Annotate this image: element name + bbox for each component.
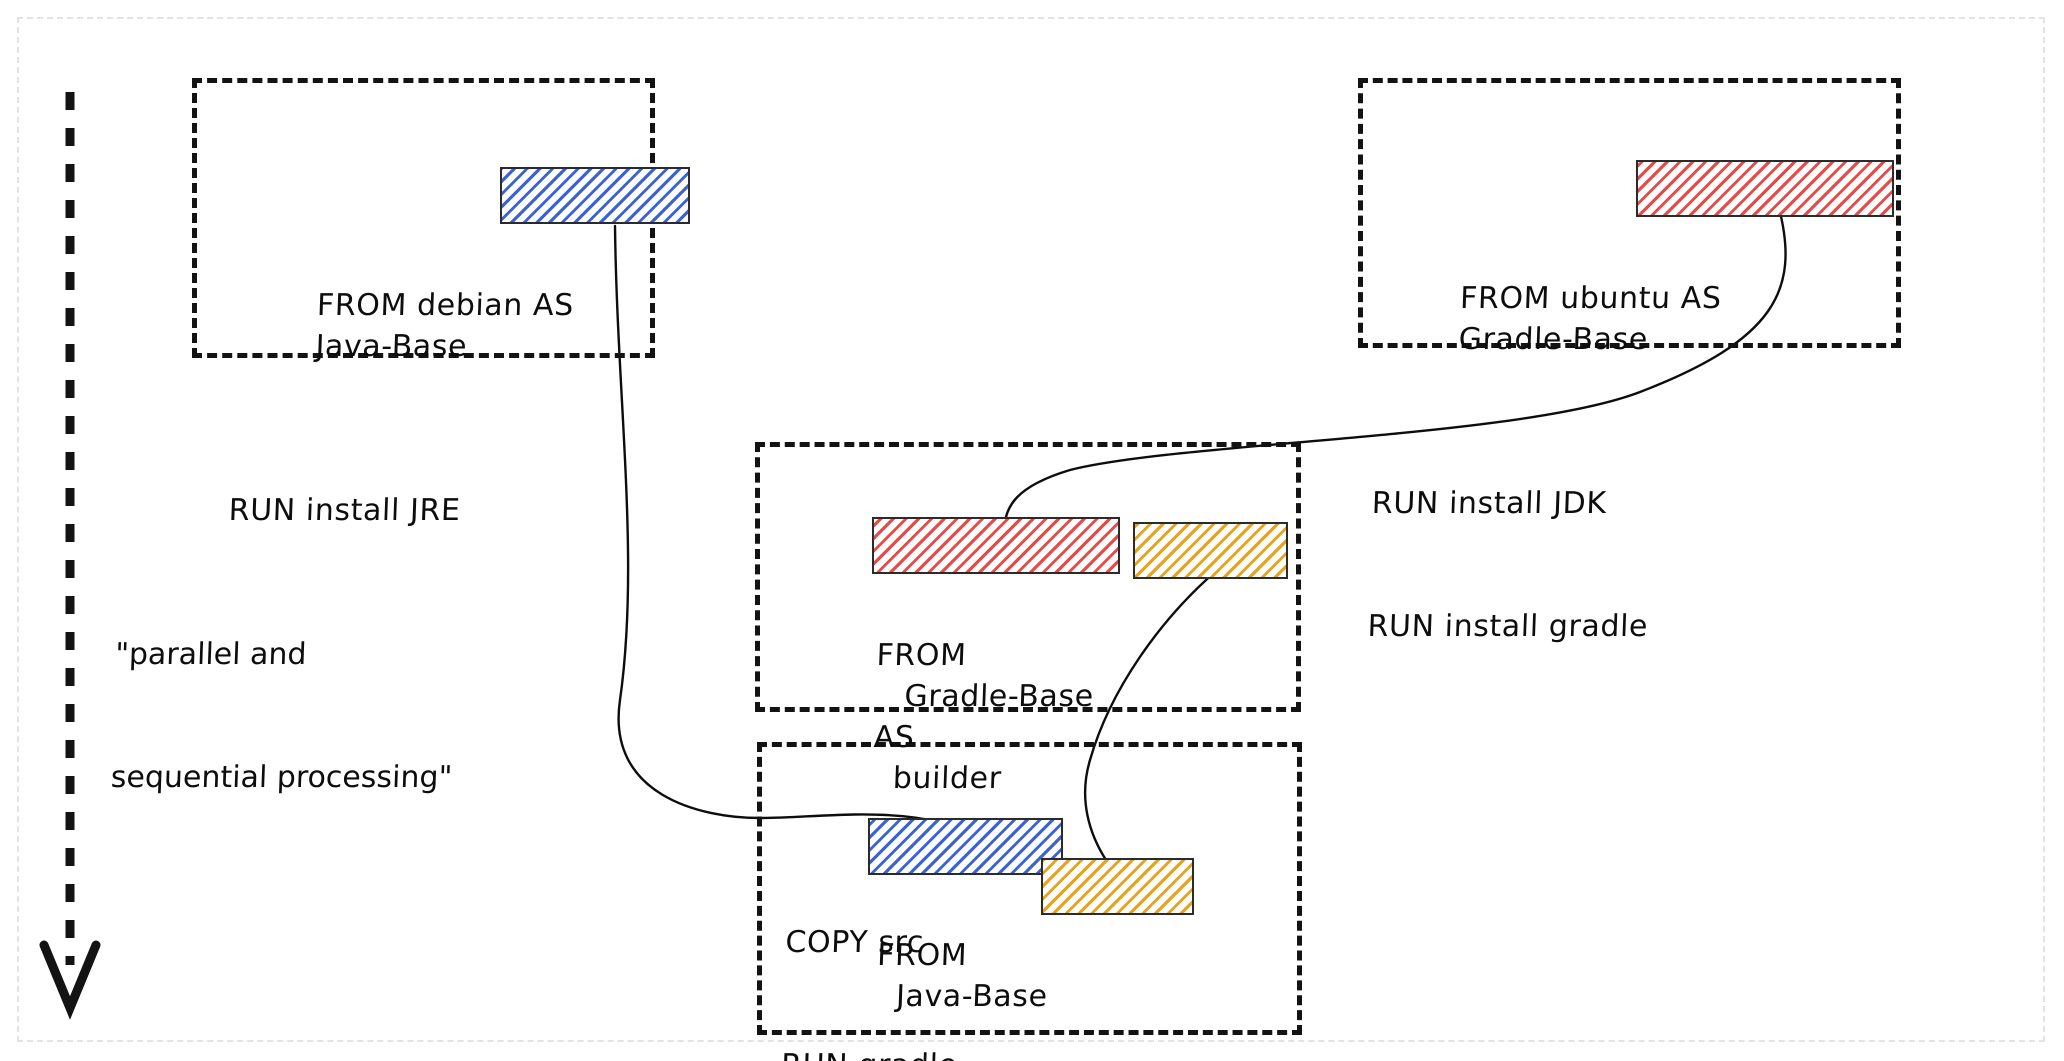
code-line: RUN install JDK bbox=[1371, 486, 1608, 521]
code-line: FROM Java-Base bbox=[793, 894, 1128, 1058]
stage-tag-gradle-base: Gradle-Base bbox=[1458, 322, 1649, 357]
code-line-text: FROM ubuntu AS bbox=[1459, 281, 1723, 316]
stage-tag-builder: builder bbox=[892, 761, 1003, 796]
annotation-line: sequential processing" bbox=[110, 760, 453, 795]
code-block-gradle-base: FROM ubuntu AS Gradle-Base RUN install J… bbox=[1364, 155, 1727, 729]
annotation-parallel-sequential: "parallel and sequential processing" bbox=[107, 552, 460, 880]
code-line: FROM debian AS Java-Base bbox=[232, 244, 576, 408]
code-line: FROM Gradle-Base AS builder bbox=[789, 594, 1127, 840]
stage-box-runtime[interactable] bbox=[757, 742, 1302, 1035]
code-line-text: FROM bbox=[875, 638, 968, 673]
highlight-builder-definition[interactable] bbox=[1133, 522, 1288, 579]
annotation-line: "parallel and bbox=[114, 637, 308, 672]
stage-tag-java-base: Java-Base bbox=[314, 329, 468, 364]
highlight-java-base-definition[interactable] bbox=[500, 167, 690, 224]
code-line: RUN install gradle bbox=[1366, 609, 1649, 644]
code-line: RUN install JRE bbox=[228, 493, 462, 528]
code-line-text: FROM bbox=[876, 938, 968, 973]
code-block-java-base: FROM debian AS Java-Base RUN install JRE bbox=[225, 162, 579, 613]
stage-ref-java-base: Java-Base bbox=[895, 979, 1049, 1014]
code-line-text: FROM debian AS bbox=[316, 288, 575, 323]
code-line: FROM ubuntu AS Gradle-Base bbox=[1375, 237, 1723, 401]
highlight-builder-reference[interactable] bbox=[1041, 858, 1194, 915]
code-line-text: AS bbox=[873, 720, 916, 755]
stage-ref-gradle-base: Gradle-Base bbox=[903, 679, 1095, 714]
build-order-arrow-head bbox=[39, 940, 101, 1020]
code-block-runtime: FROM Java-Base COPY jar from builder CMD… bbox=[777, 812, 1130, 1061]
